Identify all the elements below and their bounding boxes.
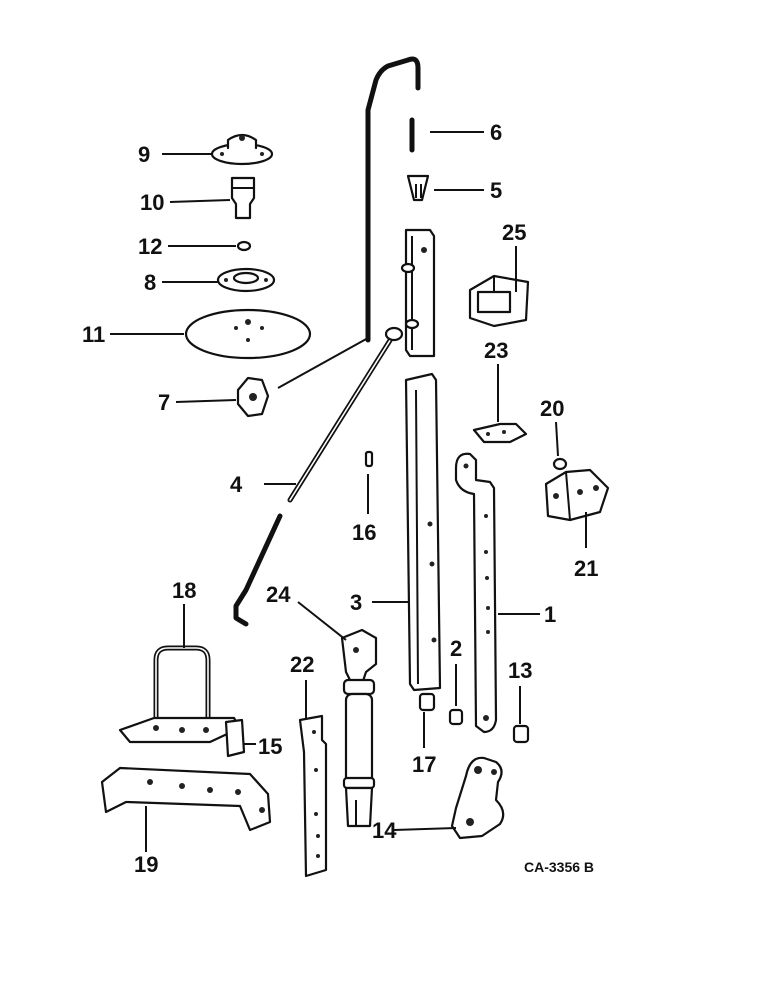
callout-1: 1 xyxy=(544,602,556,627)
part-12-washer xyxy=(236,240,252,252)
callout-3: 3 xyxy=(350,590,362,615)
callout-11: 11 xyxy=(82,322,105,347)
part-21-double-bracket xyxy=(544,468,610,522)
callout-7: 7 xyxy=(158,390,170,415)
part-19-channel xyxy=(100,766,272,832)
part-24-cylinder xyxy=(340,628,378,828)
callout-23: 23 xyxy=(484,338,508,363)
callout-10: 10 xyxy=(140,190,164,215)
callout-25: 25 xyxy=(502,220,526,245)
part-15-angle-bracket xyxy=(118,716,246,758)
part-11-disc xyxy=(184,308,312,360)
callout-20: 20 xyxy=(540,396,564,421)
callout-16: 16 xyxy=(352,520,376,545)
part-13-spacer xyxy=(512,724,530,744)
part-9-top-flange xyxy=(210,133,274,166)
callout-2: 2 xyxy=(450,636,462,661)
part-2-spacer xyxy=(448,708,464,726)
part-14-bell-crank xyxy=(450,756,505,840)
part-6-upper-rod xyxy=(365,56,421,343)
part-4-link-rod xyxy=(233,326,404,627)
part-1-long-arm xyxy=(454,452,498,734)
callout-4: 4 xyxy=(230,472,243,497)
part-5-clip xyxy=(406,174,430,202)
callout-12: 12 xyxy=(138,234,162,259)
callout-numbers: 9 10 12 8 11 7 4 6 5 25 23 20 21 1 3 16 … xyxy=(82,120,598,877)
part-7-clamp xyxy=(236,376,270,418)
part-20-nut xyxy=(552,457,568,471)
callout-18: 18 xyxy=(172,578,196,603)
callout-13: 13 xyxy=(508,658,532,683)
callout-17: 17 xyxy=(412,752,436,777)
part-17-bushing xyxy=(418,692,436,712)
callout-22: 22 xyxy=(290,652,314,677)
callout-6: 6 xyxy=(490,120,502,145)
part-22-flat-bar xyxy=(298,714,328,878)
callout-21: 21 xyxy=(574,556,598,581)
part-16-pin xyxy=(364,450,374,468)
callout-8: 8 xyxy=(144,270,156,295)
callout-14: 14 xyxy=(372,818,397,843)
callout-9: 9 xyxy=(138,142,150,167)
part-18-u-bolt xyxy=(153,645,211,733)
callout-15: 15 xyxy=(258,734,282,759)
callout-5: 5 xyxy=(490,178,502,203)
callout-24: 24 xyxy=(266,582,291,607)
part-25-bracket xyxy=(468,274,530,328)
part-8-lower-flange xyxy=(216,267,276,293)
callout-19: 19 xyxy=(134,852,158,877)
part-10-fitting xyxy=(230,176,256,220)
part-23-plate xyxy=(472,422,528,444)
part-3-main-tube xyxy=(400,228,442,692)
leader-lines xyxy=(110,131,587,852)
figure-code: CA-3356 B xyxy=(524,859,594,875)
